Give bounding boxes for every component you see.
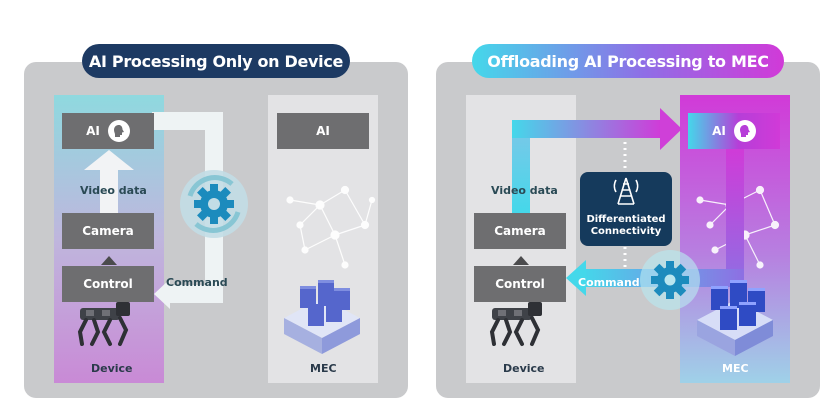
right-panel-title: Offloading AI Processing to MEC (472, 44, 784, 78)
head-brain-icon (733, 120, 756, 142)
left-video-arrowhead (84, 150, 134, 170)
right-control-triangle (513, 256, 529, 265)
right-device-label: Device (503, 362, 545, 375)
right-camera-box: Camera (474, 213, 566, 249)
left-control-box: Control (62, 266, 154, 302)
left-panel-title: AI Processing Only on Device (82, 44, 350, 78)
head-brain-icon (107, 120, 130, 142)
left-device-ai-box: AI (62, 113, 154, 149)
right-command-arrow-vertical (726, 147, 744, 287)
right-video-arrow-shaft (512, 120, 530, 214)
left-command-label: Command (166, 276, 228, 289)
connectivity-label-line2: Connectivity (590, 226, 662, 237)
right-video-data-label: Video data (491, 184, 558, 197)
right-command-arrowhead (566, 260, 586, 296)
left-network-icon (286, 185, 376, 269)
left-control-triangle (101, 256, 117, 265)
right-mec-ai-label: AI (712, 124, 726, 138)
right-video-arrowhead (660, 108, 682, 150)
differentiated-connectivity-box: Differentiated Connectivity (580, 172, 672, 246)
right-video-arrow-top (512, 120, 662, 138)
left-video-arrow-shaft (100, 168, 118, 213)
right-command-label: Command (578, 276, 640, 289)
left-mec-label: MEC (310, 362, 337, 375)
connectivity-label-line1: Differentiated (586, 214, 666, 225)
right-mec-ai-box: AI (688, 113, 780, 149)
left-camera-box: Camera (62, 213, 154, 249)
left-video-data-label: Video data (80, 184, 147, 197)
left-command-arrowhead (154, 279, 170, 309)
left-device-label: Device (91, 362, 133, 375)
right-mec-label: MEC (722, 362, 749, 375)
left-mec-ai-box: AI (277, 113, 369, 149)
right-control-box: Control (474, 266, 566, 302)
tower-icon (613, 177, 639, 205)
left-device-ai-label: AI (86, 124, 100, 138)
